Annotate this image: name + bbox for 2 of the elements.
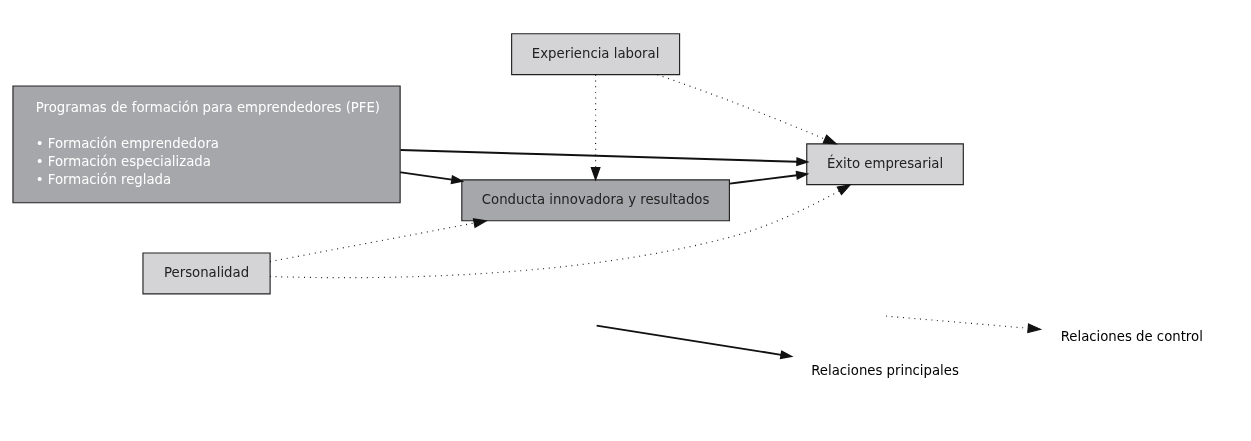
legend-label: Relaciones principales: [811, 362, 959, 378]
legend-label: Relaciones de control: [1060, 328, 1203, 344]
